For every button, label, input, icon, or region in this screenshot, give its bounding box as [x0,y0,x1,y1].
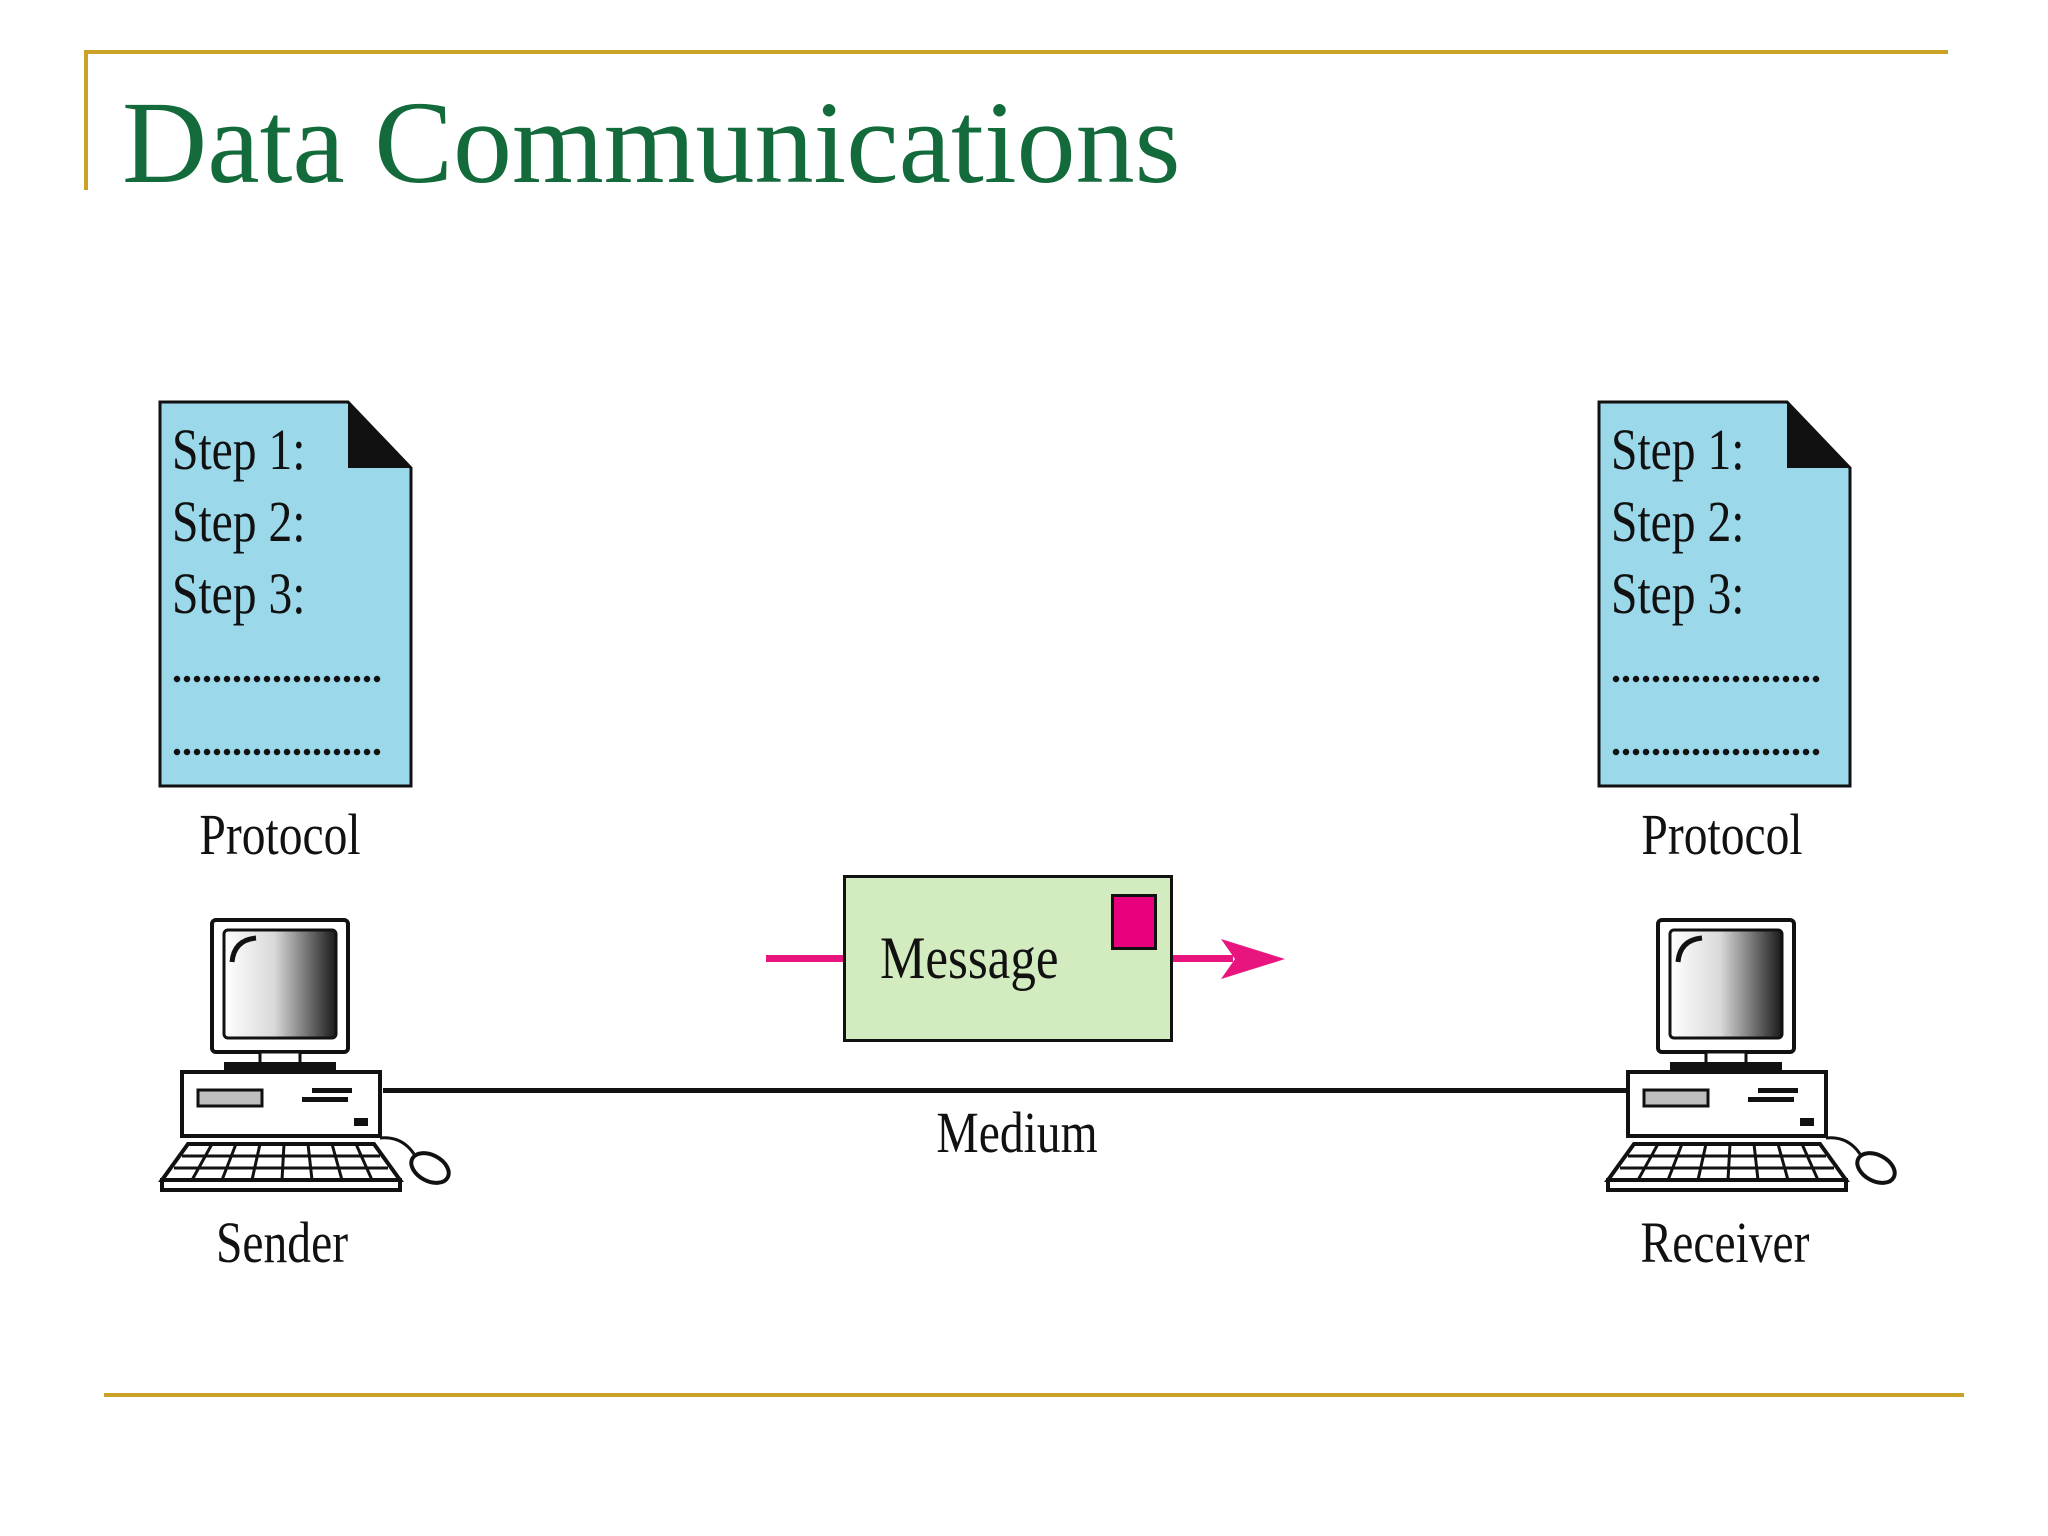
message-envelope: Message [843,875,1173,1042]
stamp-icon [1111,894,1157,950]
medium-label: Medium [936,1100,1098,1165]
title-rule-left [84,50,88,190]
receiver-protocol-label: Protocol [1641,802,1803,867]
sender-protocol-document: Step 1: Step 2: Step 3: [158,400,413,788]
dotted-line [1611,748,1821,756]
sender-protocol-label: Protocol [199,802,361,867]
arrow-right-icon [1173,939,1285,979]
medium-line [383,1088,1645,1093]
protocol-step: Step 3: [172,561,306,626]
sender-computer [152,918,452,1198]
computer-icon [1604,918,1897,1192]
receiver-protocol-steps: Step 1: Step 2: Step 3: [1611,414,1811,630]
receiver-protocol-document: Step 1: Step 2: Step 3: [1597,400,1852,788]
protocol-step: Step 3: [1611,561,1745,626]
document-icon [1597,400,1852,788]
computer-icon [158,918,451,1192]
receiver-computer [1598,918,1898,1198]
footer-rule [104,1393,1964,1397]
protocol-step: Step 2: [1611,489,1745,554]
protocol-step: Step 2: [172,489,306,554]
dotted-line [172,675,382,683]
document-icon [158,400,413,788]
title-rule-top [84,50,1948,54]
dotted-line [172,748,382,756]
message-label: Message [880,925,1059,991]
protocol-step: Step 1: [1611,417,1745,482]
dotted-line [1611,675,1821,683]
protocol-step: Step 1: [172,417,306,482]
sender-protocol-steps: Step 1: Step 2: Step 3: [172,414,372,630]
receiver-label: Receiver [1640,1210,1810,1275]
incoming-arrow-line [766,955,843,962]
page-title: Data Communications [122,77,1181,208]
sender-label: Sender [215,1210,349,1275]
